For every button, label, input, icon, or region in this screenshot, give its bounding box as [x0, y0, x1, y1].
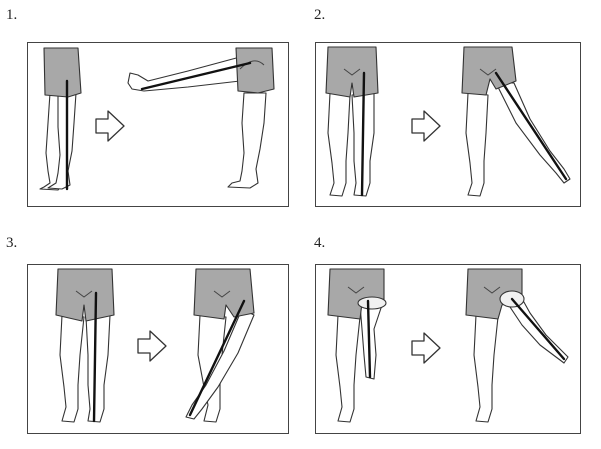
panel-number-1: 1. [6, 8, 17, 23]
figure-lower-leg-rotated [466, 269, 568, 422]
right-arrow-icon [96, 111, 124, 141]
figure-standing-side [40, 48, 81, 190]
right-arrow-icon [138, 331, 166, 361]
panel-2-illustration [316, 43, 582, 208]
panel-number-2: 2. [314, 8, 325, 23]
panel-3-hip-adduction [27, 264, 289, 434]
panel-1-hip-flexion [27, 42, 289, 207]
panel-number-3: 3. [6, 236, 17, 251]
panel-2-hip-abduction [315, 42, 581, 207]
panel-1-illustration [28, 43, 290, 208]
figure-leg-raised-sideways [462, 47, 570, 196]
panel-3-illustration [28, 265, 290, 435]
panel-4-illustration [316, 265, 582, 435]
right-arrow-icon [412, 111, 440, 141]
figure-leg-raised-forward [128, 48, 274, 188]
figure-knee-bent-front [328, 269, 386, 422]
figure-standing-front [326, 47, 378, 196]
figure-leg-crossed [186, 269, 254, 422]
figure-standing-front [56, 269, 114, 422]
panel-4-hip-rotation [315, 264, 581, 434]
panel-number-4: 4. [314, 236, 325, 251]
right-arrow-icon [412, 333, 440, 363]
